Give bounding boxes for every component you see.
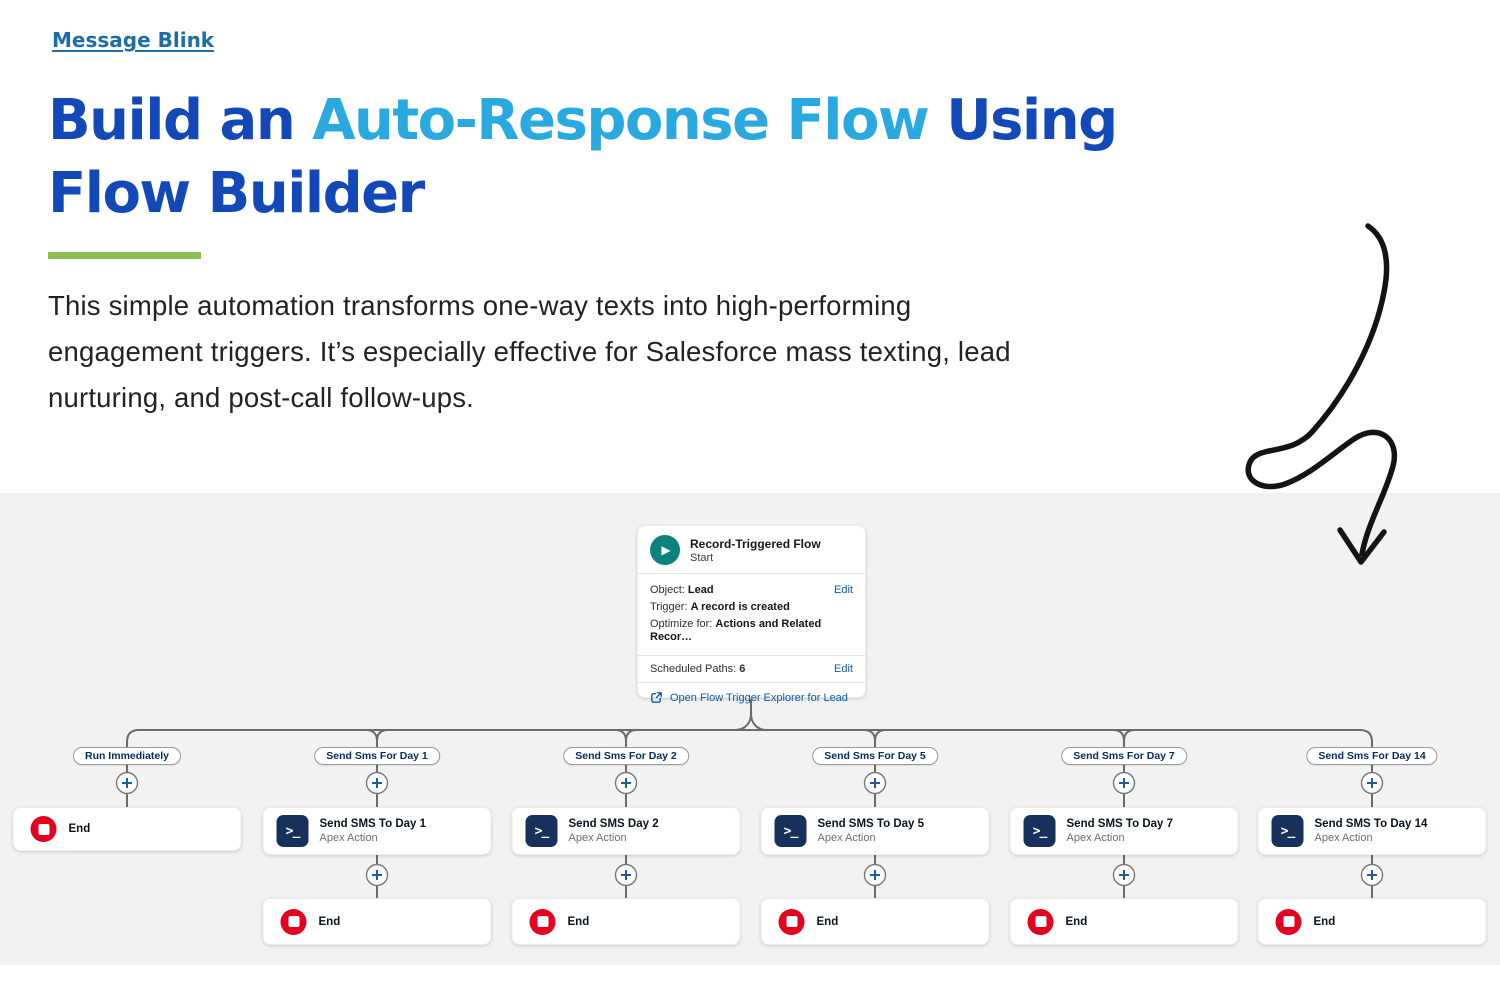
branch-day-2: Send Sms For Day 2 >_ Send SMS Day 2 Ape… [506,747,746,965]
end-icon [280,908,307,935]
branch-run-immediately: Run Immediately End [7,747,247,965]
apex-action-node-card[interactable]: >_ Send SMS Day 2 Apex Action [511,807,741,855]
branch-day-1: Send Sms For Day 1 >_ Send SMS To Day 1 … [257,747,497,965]
apex-action-node-card[interactable]: >_ Send SMS To Day 5 Apex Action [760,807,990,855]
end-node-card[interactable]: End [511,898,741,945]
add-element-button[interactable] [1360,771,1384,795]
add-element-button[interactable] [1112,771,1136,795]
connector-lines [126,699,1373,900]
path-label[interactable]: Send Sms For Day 2 [563,747,689,765]
start-card-subtitle: Start [690,551,714,564]
path-label[interactable]: Send Sms For Day 5 [812,747,938,765]
add-element-button[interactable] [1360,863,1384,887]
path-label[interactable]: Send Sms For Day 7 [1061,747,1187,765]
intro-paragraph: This simple automation transforms one-wa… [48,283,1318,421]
external-link-icon [651,692,662,703]
open-flow-trigger-explorer-link[interactable]: Open Flow Trigger Explorer for Lead [638,682,865,712]
edit-scheduled-paths-link[interactable]: Edit [834,663,853,675]
add-buttons-layer [115,771,1384,887]
path-label[interactable]: Send Sms For Day 1 [314,747,440,765]
end-icon [1027,908,1054,935]
flow-connectors [115,699,1384,900]
start-card-title: Record-Triggered Flow [690,536,821,551]
end-node-card[interactable]: End [760,898,990,945]
apex-action-icon: >_ [1271,815,1304,847]
add-element-button[interactable] [1112,863,1136,887]
add-element-button[interactable] [863,863,887,887]
object-row: Object: Lead [650,584,714,596]
end-icon [30,816,57,842]
flow-canvas: ▶ Record-Triggered Flow Start Object: Le… [0,493,1500,965]
add-element-button[interactable] [365,771,389,795]
intro-line: engagement triggers. It’s especially eff… [48,336,1011,367]
hand-drawn-arrow [1245,223,1398,565]
apex-action-icon: >_ [525,815,558,847]
scheduled-paths-row: Scheduled Paths: 6 Edit [638,655,865,682]
start-card-header: ▶ Record-Triggered Flow Start [638,526,865,574]
optimize-row: Optimize for: Actions and Related Recor… [650,618,822,643]
add-element-button[interactable] [863,771,887,795]
apex-action-node-card[interactable]: >_ Send SMS To Day 1 Apex Action [262,807,492,855]
add-element-button[interactable] [115,771,139,795]
end-icon [1275,908,1302,935]
end-node-card[interactable]: End [262,898,492,945]
trigger-row: Trigger: A record is created [650,601,790,613]
end-node-card[interactable]: End [1257,898,1487,945]
start-node-card[interactable]: ▶ Record-Triggered Flow Start Object: Le… [637,525,866,704]
record-triggered-flow-icon: ▶ [650,535,680,565]
intro-line: nurturing, and post-call follow-ups. [48,382,475,413]
apex-action-icon: >_ [1023,815,1056,847]
end-icon [529,908,556,935]
title-part-2: Using [928,88,1118,153]
accent-underline [48,252,201,259]
path-label[interactable]: Send Sms For Day 14 [1306,747,1438,765]
apex-action-node-card[interactable]: >_ Send SMS To Day 14 Apex Action [1257,807,1487,855]
branch-day-14: Send Sms For Day 14 >_ Send SMS To Day 1… [1252,747,1492,965]
edit-trigger-link[interactable]: Edit [834,584,853,596]
apex-action-icon: >_ [276,815,309,847]
add-element-button[interactable] [614,863,638,887]
add-element-button[interactable] [365,863,389,887]
branch-day-7: Send Sms For Day 7 >_ Send SMS To Day 7 … [1004,747,1244,965]
path-label[interactable]: Run Immediately [72,747,182,765]
apex-action-node-card[interactable]: >_ Send SMS To Day 7 Apex Action [1009,807,1239,855]
title-part-1: Build an [48,88,313,153]
start-card-body: Object: Lead Edit Trigger: A record is c… [638,574,865,655]
end-icon [778,908,805,935]
brand-link[interactable]: Message Blink [52,28,215,52]
apex-action-icon: >_ [774,815,807,847]
title-line-2: Flow Builder [48,161,425,226]
title-highlight: Auto-Response Flow [312,88,930,153]
add-element-button[interactable] [614,771,638,795]
intro-line: This simple automation transforms one-wa… [48,290,912,321]
branch-day-5: Send Sms For Day 5 >_ Send SMS To Day 5 … [755,747,995,965]
end-node-card[interactable]: End [1009,898,1239,945]
end-node-card[interactable]: End [12,807,242,851]
hero-section: Message Blink Build an Auto-Response Flo… [0,0,1500,493]
